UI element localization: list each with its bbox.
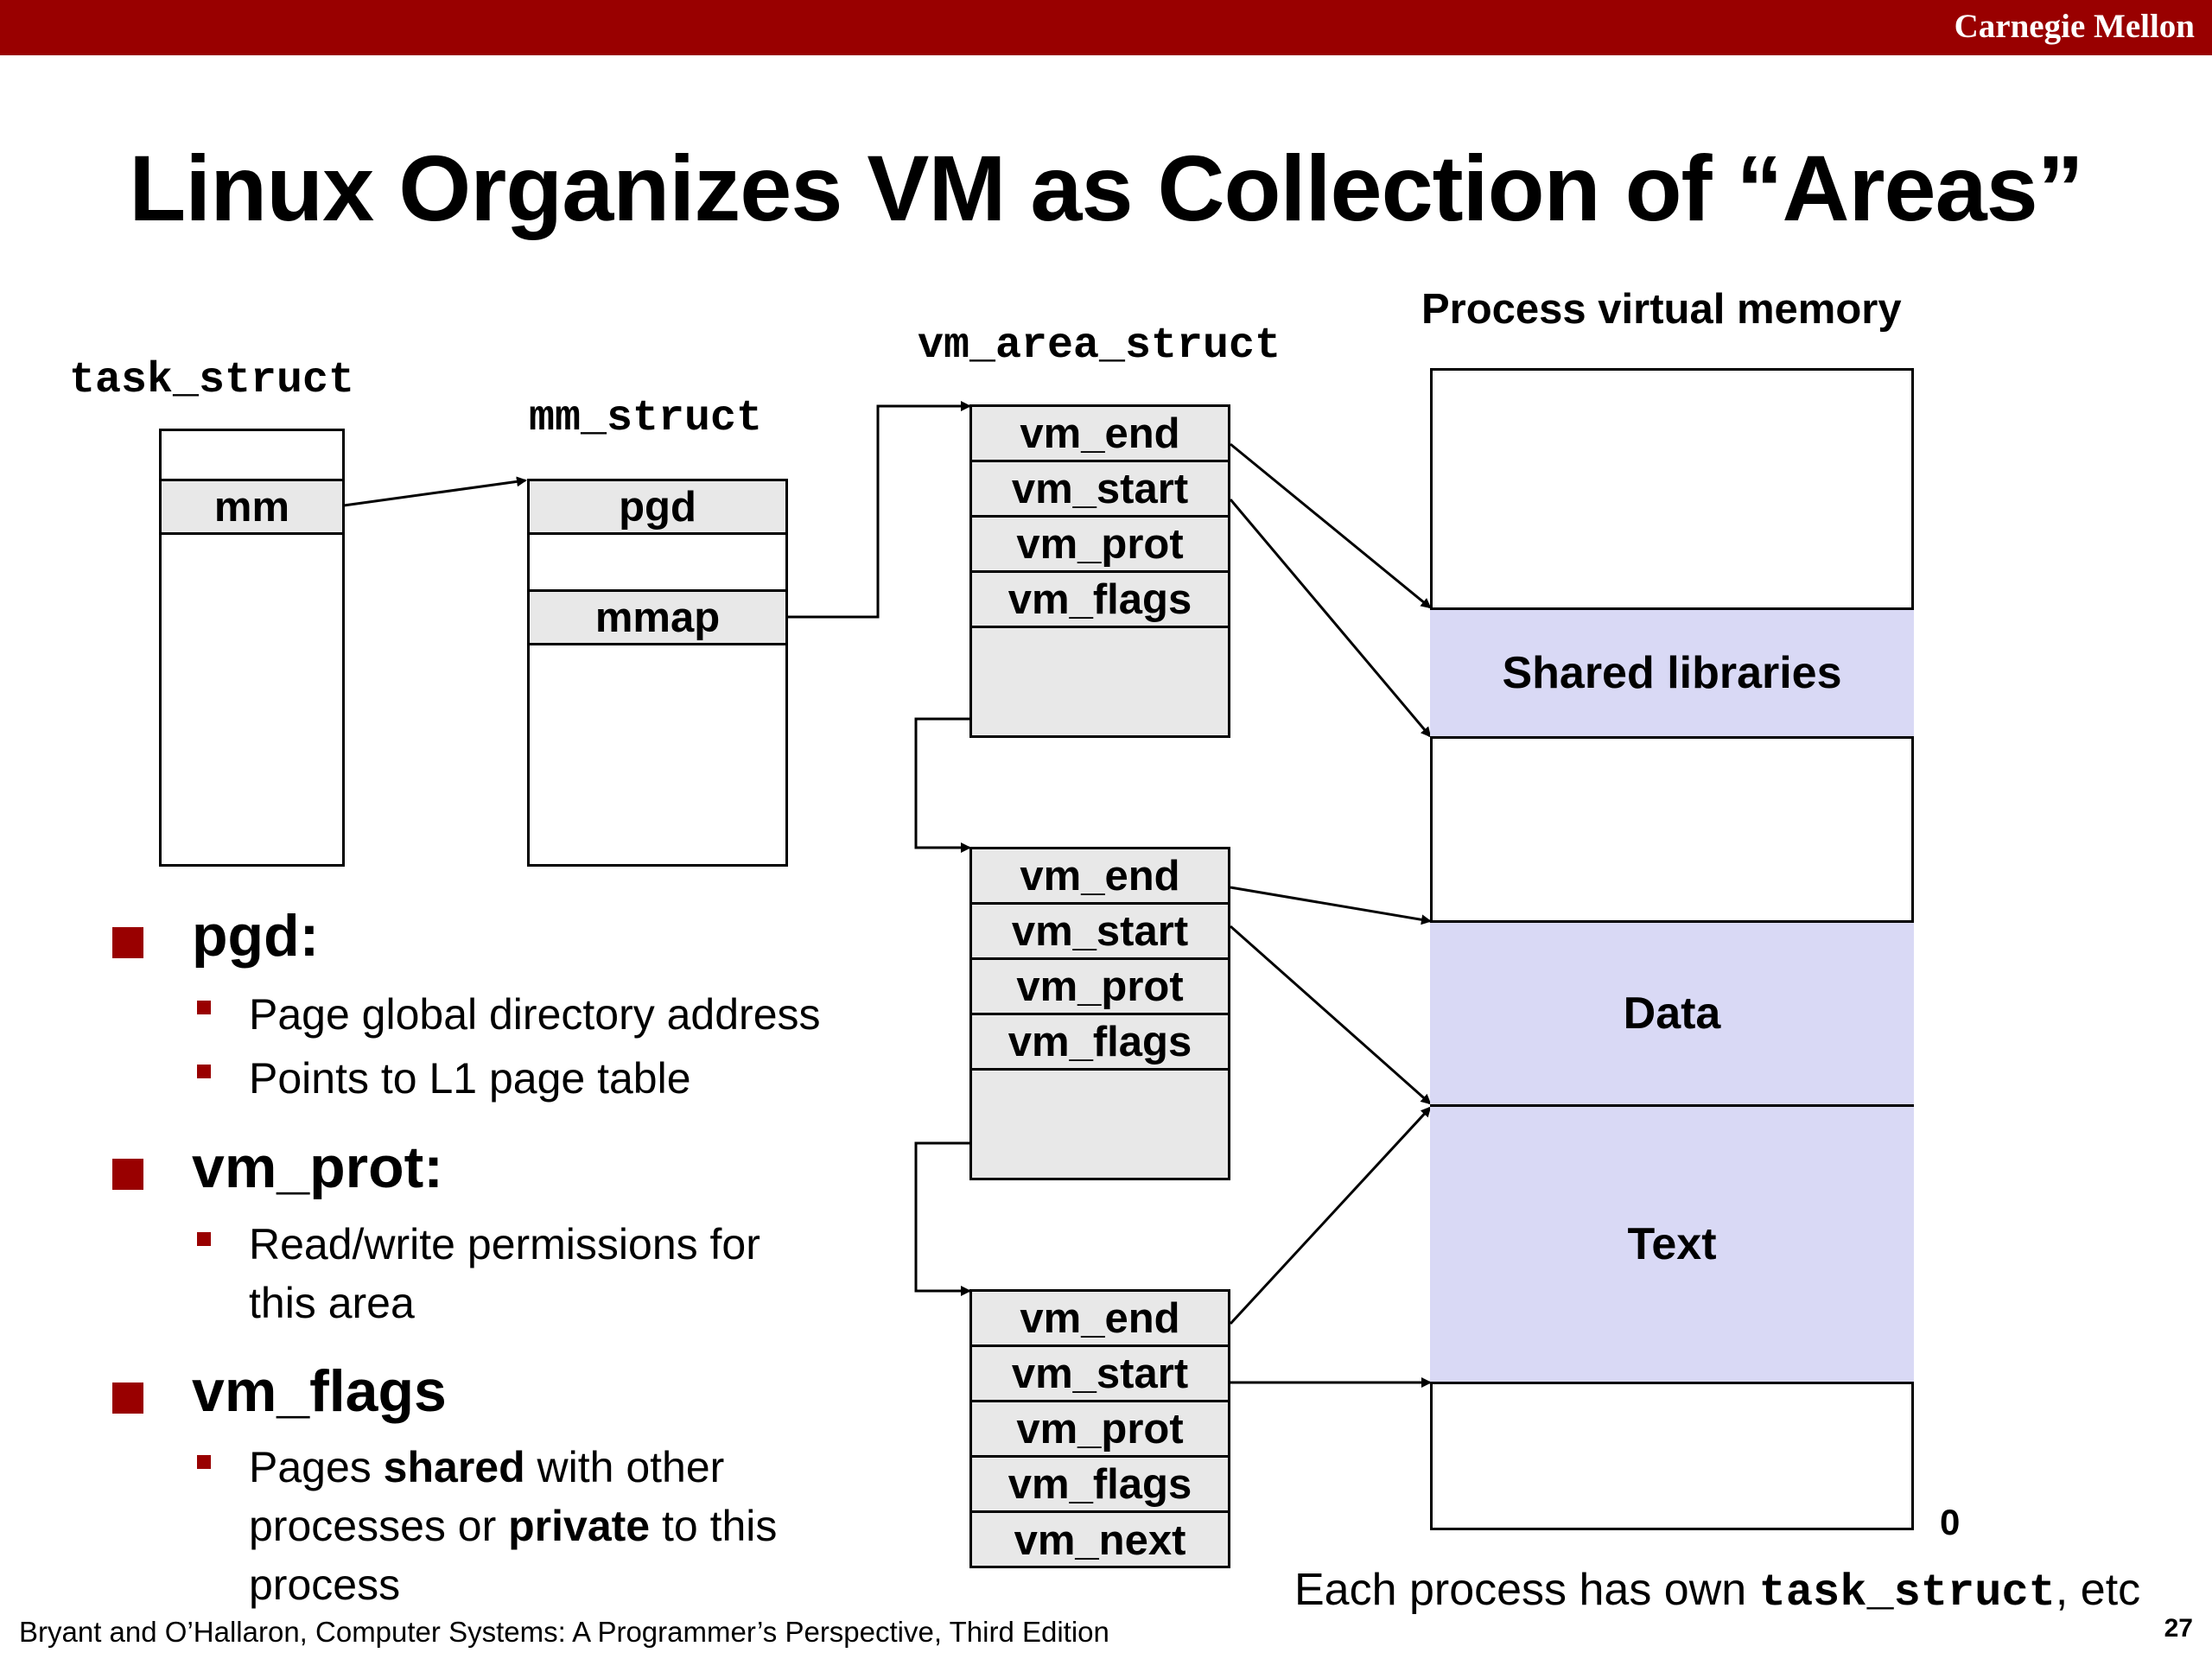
note-code: task_struct <box>1758 1567 2056 1618</box>
bullet-square-icon <box>112 1159 143 1190</box>
arrow-vma2-to-vma3 <box>914 1141 971 1296</box>
vma1-vm-start: vm_start <box>972 462 1228 518</box>
area-text: Text <box>1430 1104 1914 1384</box>
sub-bullet-square-icon <box>197 1455 211 1469</box>
vma3-vm-next: vm_next <box>1014 1517 1186 1564</box>
vm-flags-text-2: with other processes or <box>249 1443 725 1550</box>
vma2-vm-flags: vm_flags <box>972 1015 1228 1071</box>
vma1-vm-end: vm_end <box>972 407 1228 462</box>
arrow-vma3-end <box>1229 1106 1432 1325</box>
process-vm-label: Process virtual memory <box>1421 286 1902 333</box>
mm-struct-box <box>527 479 788 867</box>
bullet-square-icon <box>112 927 143 958</box>
arrow-mm-to-mm-struct <box>343 476 527 507</box>
bullet-heading-vm-flags: vm_flags <box>192 1358 447 1424</box>
vm-flags-shared-bold: shared <box>383 1443 525 1491</box>
area-shared-libraries: Shared libraries <box>1430 607 1914 739</box>
vma2-vm-prot: vm_prot <box>972 960 1228 1015</box>
bullet-pgd-item-1: Page global directory address <box>249 990 821 1039</box>
sub-bullet-square-icon <box>197 1001 211 1014</box>
task-struct-mm-field: mm <box>159 479 345 535</box>
mm-struct-pgd-field: pgd <box>527 479 788 535</box>
vm-flags-text-1: Pages <box>249 1443 384 1491</box>
vm-area-block-1: vm_end vm_start vm_prot vm_flags <box>969 404 1230 738</box>
arrow-vma2-start <box>1230 925 1432 1105</box>
bullet-vm-flags-item-1: Pages shared with other processes or pri… <box>249 1438 836 1614</box>
vma3-vm-start: vm_start <box>972 1347 1228 1402</box>
header-bar: Carnegie Mellon <box>0 0 2212 55</box>
arrow-mmap-to-vma1 <box>788 401 971 619</box>
vm-flags-text-3: to this process <box>249 1502 778 1609</box>
vma1-vm-flags: vm_flags <box>972 573 1228 628</box>
sub-bullet-square-icon <box>197 1232 211 1246</box>
vma1-vm-prot: vm_prot <box>972 518 1228 573</box>
mm-struct-mmap-field: mmap <box>527 589 788 645</box>
note-post: , etc <box>2055 1565 2141 1615</box>
arrow-vma1-end <box>1230 442 1432 609</box>
bullet-vm-prot-item-1: Read/write permissions for this area <box>249 1220 760 1327</box>
page-number: 27 <box>2164 1614 2193 1643</box>
mm-struct-label: mm_struct <box>529 394 763 443</box>
slide-title: Linux Organizes VM as Collection of “Are… <box>129 136 2084 240</box>
process-note: Each process has own task_struct, etc <box>1294 1564 2140 1618</box>
bullet-square-icon <box>112 1382 143 1414</box>
sub-bullet-square-icon <box>197 1065 211 1078</box>
note-pre: Each process has own <box>1294 1565 1759 1615</box>
arrow-vma1-to-vma2 <box>914 717 971 853</box>
task-struct-label: task_struct <box>69 356 355 405</box>
vma3-vm-flags: vm_flags <box>972 1458 1228 1513</box>
footer-citation: Bryant and O’Hallaron, Computer Systems:… <box>19 1616 1109 1648</box>
vma2-vm-start: vm_start <box>972 905 1228 960</box>
address-zero-label: 0 <box>1940 1502 1961 1542</box>
area-data: Data <box>1430 920 1914 1107</box>
bullet-heading-pgd: pgd: <box>192 903 320 969</box>
brand-label: Carnegie Mellon <box>1954 8 2195 45</box>
arrow-vma1-start <box>1229 499 1432 738</box>
bullet-heading-vm-prot: vm_prot: <box>192 1135 443 1200</box>
vm-flags-private-bold: private <box>508 1502 651 1550</box>
vma2-vm-end: vm_end <box>972 849 1228 905</box>
vma3-vm-end: vm_end <box>972 1292 1228 1347</box>
vm-area-block-2: vm_end vm_start vm_prot vm_flags <box>969 847 1230 1180</box>
vma3-vm-prot: vm_prot <box>972 1402 1228 1458</box>
arrow-vma2-end <box>1230 886 1432 925</box>
bullet-pgd-item-2: Points to L1 page table <box>249 1054 691 1103</box>
vm-area-struct-label: vm_area_struct <box>918 321 1281 371</box>
vm-area-block-3: vm_end vm_start vm_prot vm_flags vm_next <box>969 1289 1230 1568</box>
